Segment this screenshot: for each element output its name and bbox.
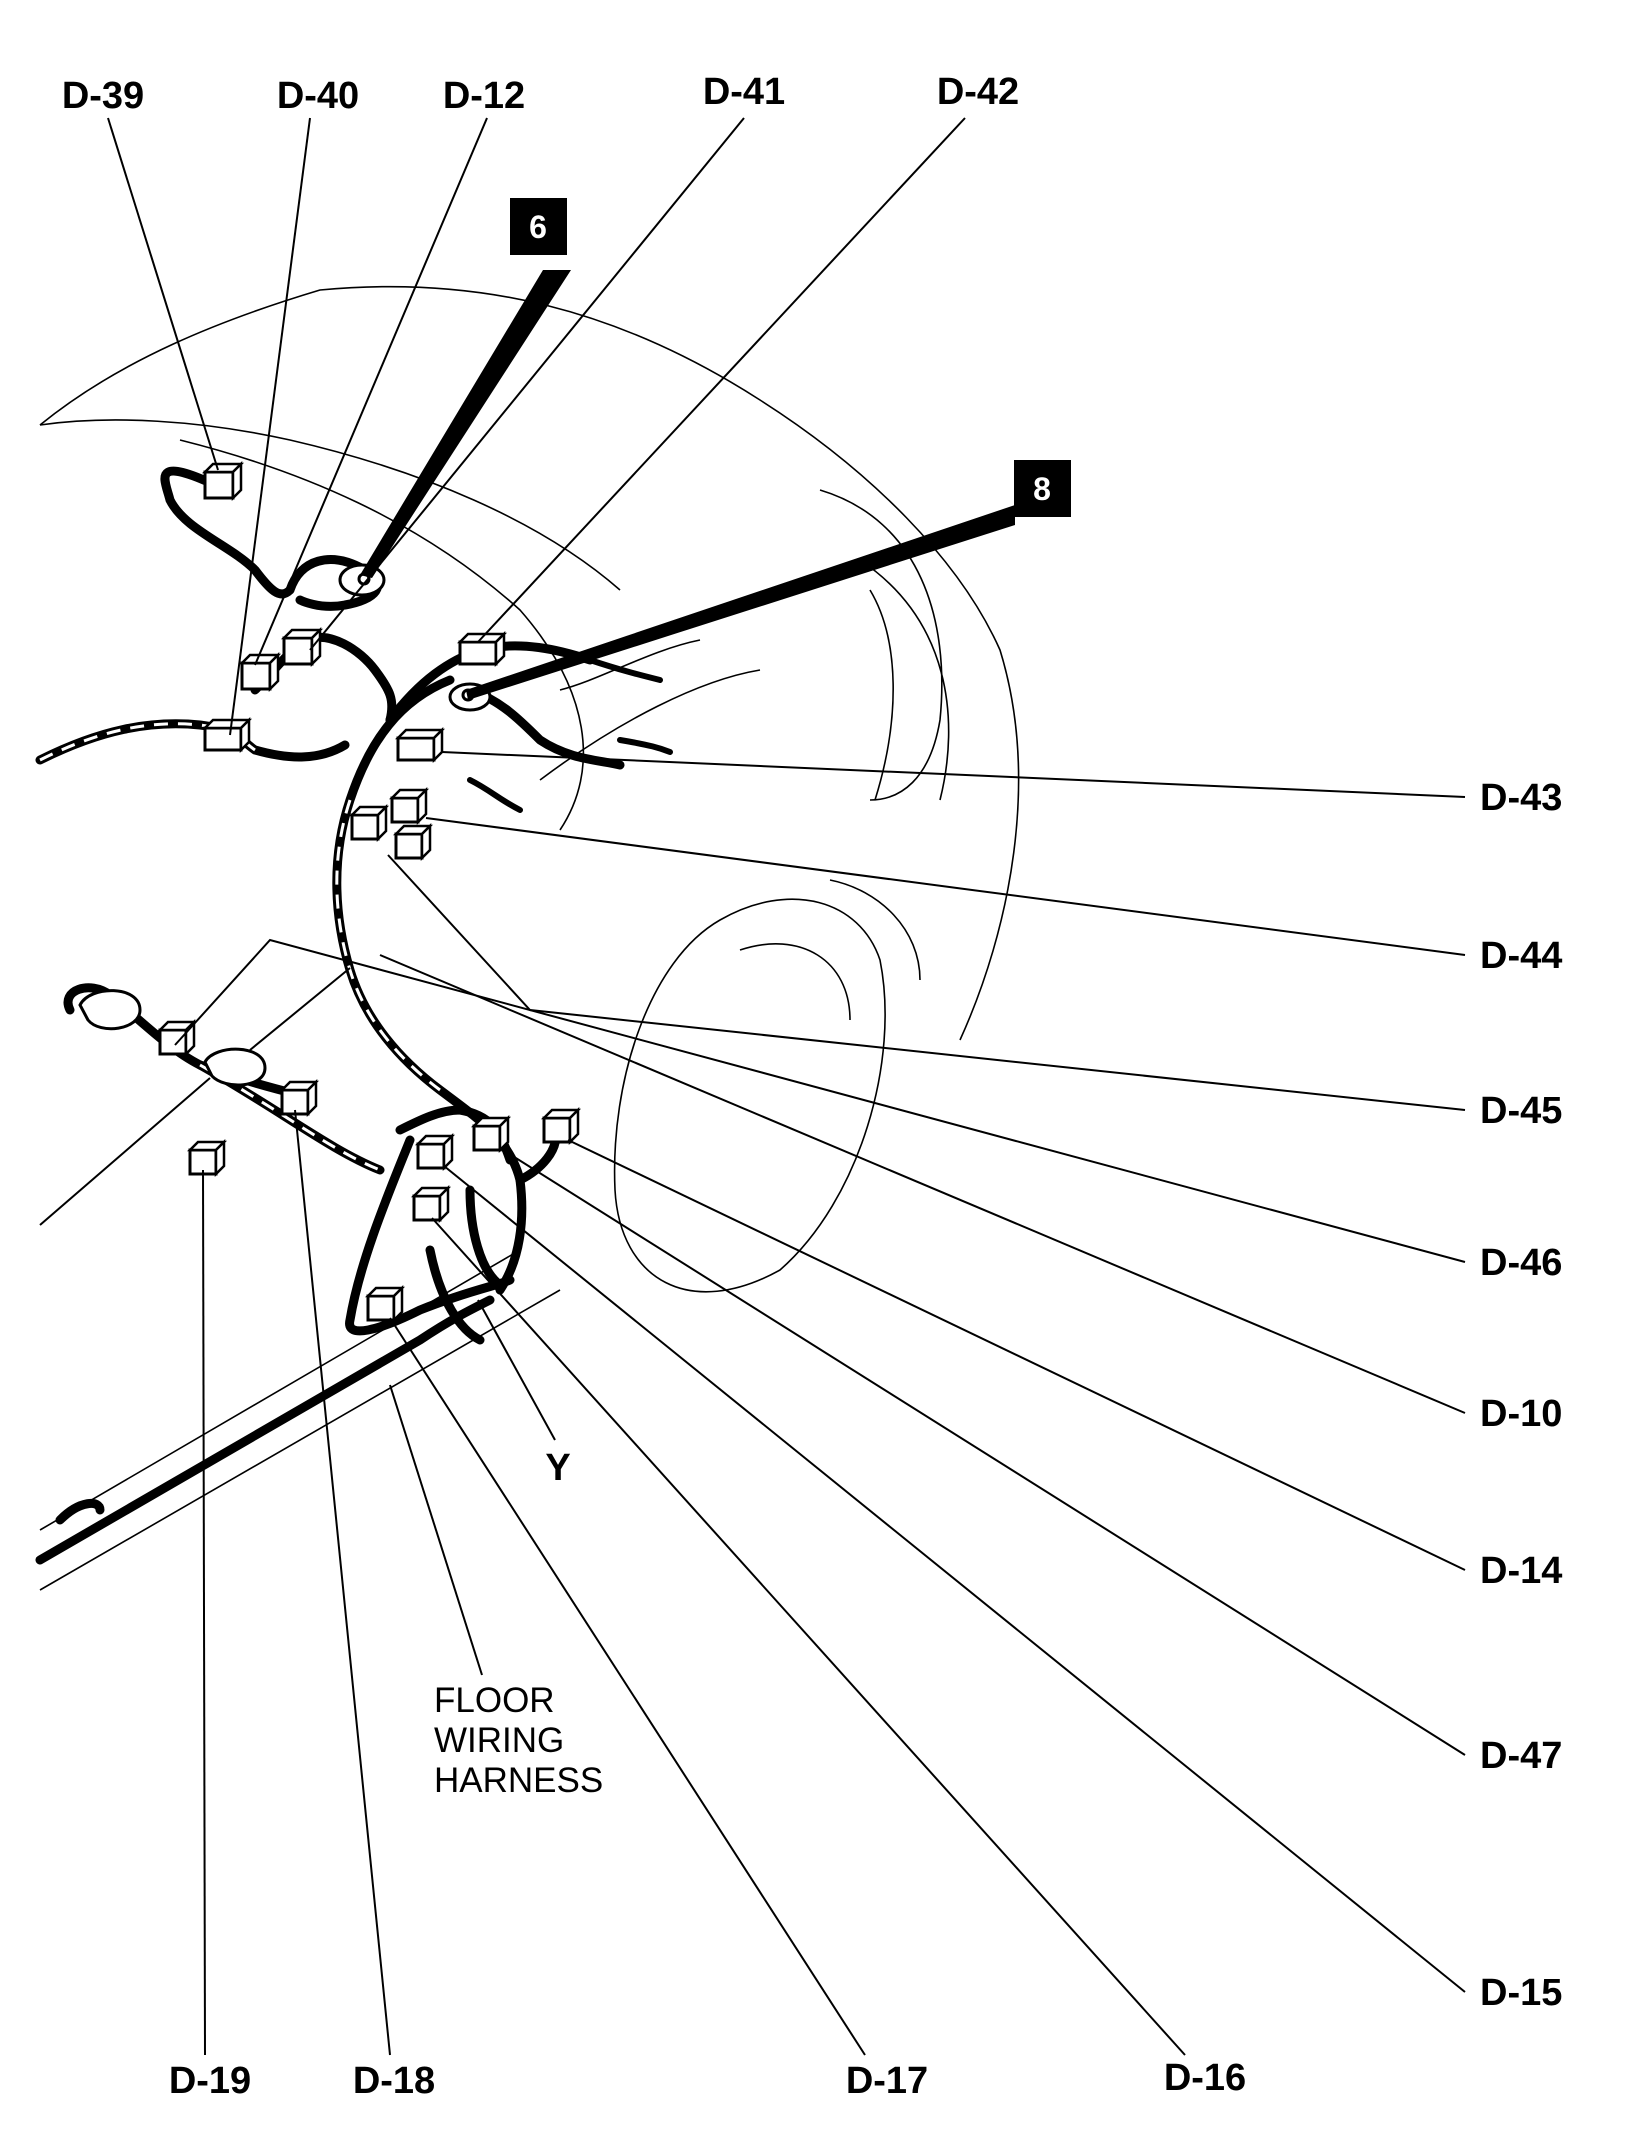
connector-d44b [348, 803, 390, 843]
connector-d10 [540, 1106, 582, 1146]
connector-d41 [280, 626, 324, 668]
leader-lines [39, 117, 1466, 2056]
label-d41: D-41 [703, 71, 785, 113]
label-d17: D-17 [846, 2060, 928, 2102]
label-d16: D-16 [1164, 2057, 1246, 2099]
label-d42: D-42 [937, 71, 1019, 113]
callout-6-text: 6 [529, 209, 547, 245]
label-d15: D-15 [1480, 1972, 1562, 2014]
floor-note-line3: HARNESS [434, 1761, 603, 1800]
label-d19: D-19 [169, 2060, 251, 2102]
label-d46: D-46 [1480, 1242, 1562, 1284]
label-d12: D-12 [443, 75, 525, 117]
connector-d19 [186, 1138, 228, 1178]
connector-d39 [201, 460, 245, 502]
connector-d12 [238, 651, 282, 693]
connector-d46 [156, 1018, 198, 1058]
label-d14: D-14 [1480, 1550, 1562, 1592]
label-d10: D-10 [1480, 1393, 1562, 1435]
label-d39: D-39 [62, 75, 144, 117]
floor-wiring-harness-note: FLOOR WIRING HARNESS [434, 1681, 603, 1800]
label-d40: D-40 [277, 75, 359, 117]
connector-d40 [201, 716, 253, 754]
callout-8-text: 8 [1033, 471, 1051, 507]
connectors [78, 460, 582, 1324]
label-y: Y [545, 1447, 570, 1489]
connector-d18 [278, 1078, 320, 1118]
floor-note-line2: WIRING [434, 1721, 564, 1760]
label-d18: D-18 [353, 2060, 435, 2102]
callout-8: 8 [1014, 460, 1071, 517]
callout-6: 6 [510, 198, 567, 255]
connector-d45 [392, 822, 434, 862]
connector-d15 [410, 1184, 452, 1224]
label-d45: D-45 [1480, 1090, 1562, 1132]
label-d43: D-43 [1480, 777, 1562, 819]
label-d44: D-44 [1480, 935, 1562, 977]
connector-d17 [364, 1284, 406, 1324]
connector-d44 [388, 786, 430, 826]
connector-d14 [470, 1114, 512, 1154]
connector-d47 [414, 1132, 456, 1172]
callout-pointers [360, 270, 1015, 700]
connector-d43 [394, 726, 446, 764]
floor-note-line1: FLOOR [434, 1681, 555, 1720]
label-d47: D-47 [1480, 1735, 1562, 1777]
connector-labels: D-39 D-40 D-12 D-41 D-42 D-43 D-44 D-45 … [62, 71, 1563, 2102]
